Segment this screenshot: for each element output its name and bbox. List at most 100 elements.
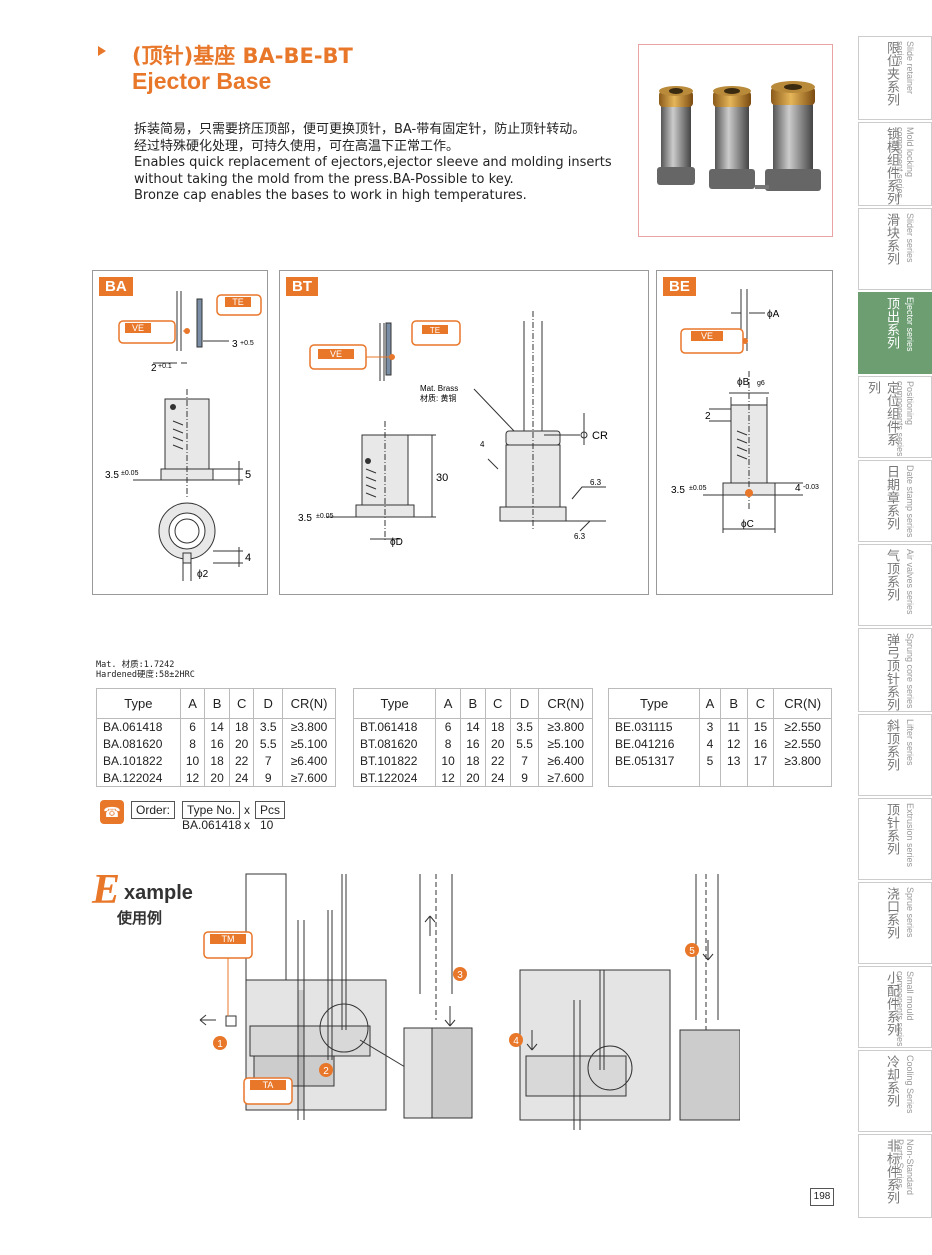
sidebar-item-non-standard[interactable]: 非标件系列 Non-Standard Parts Series: [858, 1134, 932, 1218]
table-cell: 18: [459, 752, 486, 770]
table-cell: 8: [435, 735, 461, 753]
table-header: D: [509, 688, 540, 719]
panel-tag-ba: BA: [99, 277, 133, 296]
table-header: Type: [607, 688, 701, 719]
example-step-3: 3: [457, 970, 463, 981]
table-cell: BA.061418: [96, 718, 181, 736]
example-label-tm: TM: [222, 934, 235, 944]
table-cell: ≥3.800: [282, 718, 336, 736]
sidebar-item-extrusion[interactable]: 顶针系列 Extrusion series: [858, 798, 932, 880]
table-header: Type: [96, 688, 181, 719]
be-dim-2: 2: [705, 411, 711, 422]
example-step-2: 2: [323, 1066, 329, 1077]
bt-dim-4: 4: [480, 440, 485, 449]
table-cell: 7: [253, 752, 284, 770]
table-header: C: [228, 688, 255, 719]
drawing-panel-be: BE VE ϕA ϕB g6 2 3.5 ±0.05: [656, 270, 833, 595]
example-illustration: TM TA 1 2 3 4 5: [199, 873, 740, 1130]
ba-label-te: TE: [232, 297, 244, 307]
table-header: B: [459, 688, 486, 719]
panel-tag-be: BE: [663, 277, 696, 296]
panel-tag-bt: BT: [286, 277, 318, 296]
sidebar-item-slide-retainer[interactable]: 限位夹系列 Slide retainer series: [858, 36, 932, 120]
sidebar-item-mold-locking[interactable]: 锁模组件系列 Mold locking component series: [858, 122, 932, 206]
order-label: Order:: [131, 801, 176, 819]
table-header: D: [253, 688, 284, 719]
example-step-5: 5: [689, 946, 695, 957]
table-cell: ≥7.600: [282, 769, 336, 787]
table-header: B: [204, 688, 230, 719]
be-phi-c: ϕC: [741, 519, 754, 530]
table-cell: BT.081620: [352, 735, 437, 753]
sidebar-item-sublabel: Cooling Series: [905, 1055, 915, 1114]
table-cell: 11: [719, 718, 748, 736]
table-cell: ≥2.550: [773, 718, 832, 736]
sidebar-item-sublabel: Ejector series: [905, 297, 915, 352]
ba-dim-2: 2: [151, 363, 157, 374]
table-cell: 6: [435, 718, 461, 736]
sidebar-item-sublabel: Lifter series: [905, 719, 915, 766]
bt-dim-35: 3.5: [298, 513, 312, 524]
table-cell: 12: [435, 769, 461, 787]
sidebar-item-sublabel: Small mould components series: [895, 971, 915, 1047]
bt-dim-35-tol: ±0.05: [316, 513, 334, 520]
sidebar-item-air-valves[interactable]: 气顶系列 Air valves series: [858, 544, 932, 626]
ba-dim-4: 4: [245, 552, 251, 564]
table-header: CR(N): [282, 688, 336, 719]
table-cell: BA.081620: [96, 735, 181, 753]
table-cell: 24: [228, 769, 255, 787]
sidebar-item-label: 浇口系列: [884, 887, 899, 939]
example-step-4: 4: [513, 1036, 519, 1047]
table-header: CR(N): [773, 688, 832, 719]
product-description: 拆装简易，只需要挤压顶部，便可更换顶针，BA-带有固定针，防止顶针转动。 经过特…: [134, 122, 614, 205]
sidebar-item-sprung-core[interactable]: 弹弓顶针系列 Sprung core series: [858, 628, 932, 712]
bt-material-en: Mat. Brass: [420, 384, 458, 393]
table-cell: BT.061418: [352, 718, 437, 736]
table-header: A: [179, 688, 206, 719]
description-line: Enables quick replacement of ejectors,ej…: [134, 155, 612, 170]
description-line: Bronze cap enables the bases to work in …: [134, 188, 527, 203]
page-title-cn: (顶针)基座 BA-BE-BT: [132, 44, 353, 68]
example-title: xample: [124, 882, 193, 904]
sidebar-item-ejector[interactable]: 顶出系列 Ejector series: [858, 292, 932, 374]
product-photo-illustration: [657, 81, 821, 191]
table-cell: ≥3.800: [538, 718, 593, 736]
table-cell: 9: [253, 769, 284, 787]
table-cell: 18: [228, 718, 255, 736]
table-cell: ≥5.100: [282, 735, 336, 753]
page-title-en: Ejector Base: [132, 68, 272, 94]
ba-dim-35: 3.5: [105, 470, 119, 481]
table-cell: ≥7.600: [538, 769, 593, 787]
table-cell: 5: [699, 752, 721, 770]
table-cell: 5.5: [253, 735, 284, 753]
sidebar-item-sublabel: Slider series: [905, 213, 915, 263]
table-cell: BT.122024: [352, 769, 437, 787]
material-info: Mat. 材质:1.7242 Hardened硬度:58±2HRC: [96, 660, 195, 680]
table-cell: ≥3.800: [773, 752, 832, 770]
be-dim-4-tol: -0.03: [803, 484, 819, 491]
sidebar-item-positioning[interactable]: 定位组件系列 Positioning components series: [858, 376, 932, 458]
order-pcs: Pcs: [255, 801, 286, 819]
bt-dim-30: 30: [436, 472, 448, 484]
table-cell: 3.5: [509, 718, 540, 736]
sidebar-item-lifter[interactable]: 斜顶系列 Lifter series: [858, 714, 932, 796]
table-cell: 13: [719, 752, 748, 770]
table-cell: BE.051317: [607, 752, 701, 770]
sidebar-item-sprue[interactable]: 浇口系列 Sprue series: [858, 882, 932, 964]
table-cell: 16: [746, 735, 775, 753]
sidebar-item-small-components[interactable]: 小配件系列 Small mould components series: [858, 966, 932, 1048]
sidebar-item-label: 冷却系列: [884, 1055, 899, 1107]
example-title-cn: 使用例: [117, 909, 163, 927]
sidebar-item-date-stamp[interactable]: 日期章系列 Date stamp series: [858, 460, 932, 542]
sidebar-item-label: 非标件系列: [884, 1139, 899, 1204]
sidebar-item-sublabel: Sprue series: [905, 887, 915, 938]
sidebar-item-slider[interactable]: 滑块系列 Slider series: [858, 208, 932, 290]
table-cell: 17: [746, 752, 775, 770]
sidebar-item-cooling[interactable]: 冷却系列 Cooling Series: [858, 1050, 932, 1132]
